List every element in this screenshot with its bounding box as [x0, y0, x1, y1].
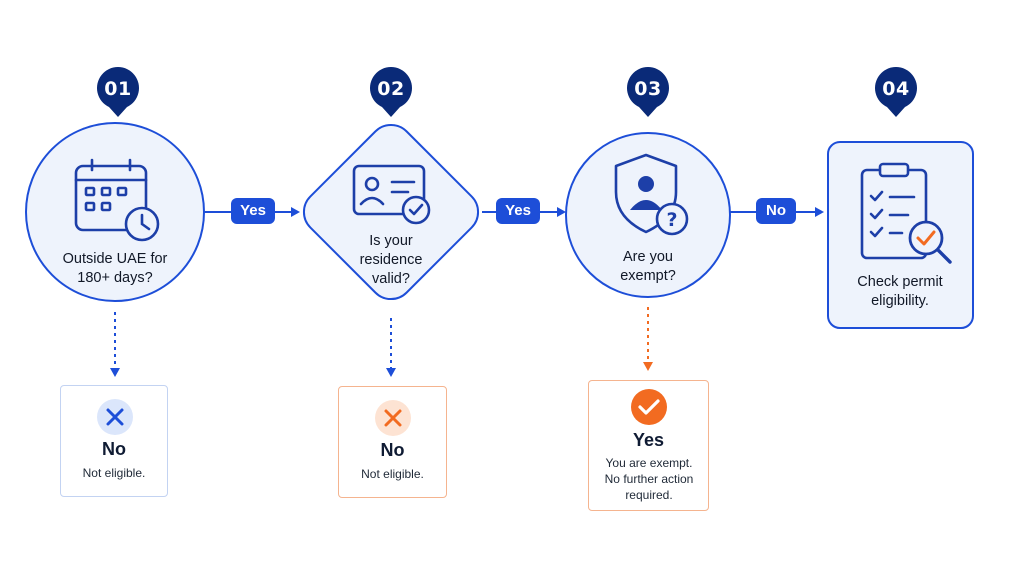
map-pin-icon	[370, 67, 412, 117]
drop-arrow-1	[110, 368, 120, 377]
outcome-card-2: No Not eligible.	[338, 386, 447, 498]
svg-text:?: ?	[666, 209, 677, 231]
connector-label-2: Yes	[496, 198, 540, 224]
arrowhead-1-2	[291, 207, 300, 217]
outcome-3-title: Yes	[632, 430, 665, 450]
step-2-badge: 02	[368, 67, 414, 119]
outcome-1-text: Not eligible.	[82, 466, 146, 480]
step-4-badge: 04	[873, 67, 919, 119]
connector-label-1: Yes	[231, 198, 275, 224]
step-1-question: Outside UAE for 180+ days?	[62, 251, 168, 286]
step-3-question: Are you exempt?	[620, 249, 676, 284]
arrowhead-2-3	[557, 207, 566, 217]
arrowhead-3-4	[815, 207, 824, 217]
outcome-1-title: No	[102, 439, 126, 459]
drop-arrow-3	[643, 362, 653, 371]
x-icon	[375, 400, 411, 436]
step-2-number: 02	[377, 78, 405, 100]
step-4-label: Check permit eligibility.	[857, 274, 943, 309]
step-2-diamond	[302, 123, 480, 301]
map-pin-icon	[97, 67, 139, 117]
check-icon	[631, 389, 667, 425]
outcome-2-title: No	[380, 440, 405, 460]
connector-label-3: No	[756, 198, 796, 224]
outcome-card-3: Yes You are exempt. No further action re…	[588, 380, 709, 511]
drop-arrow-2	[386, 368, 396, 377]
step-4-number: 04	[882, 78, 910, 100]
step-1-number: 01	[104, 78, 132, 100]
step-3-badge: 03	[625, 67, 671, 119]
step-3-circle	[565, 132, 731, 298]
shield-user-question-icon: ?	[614, 153, 689, 236]
outcome-2-text: Not eligible.	[361, 467, 424, 481]
step-1-circle	[25, 122, 205, 302]
id-card-check-icon	[352, 164, 431, 225]
outcome-3-text: You are exempt. No further action requir…	[604, 456, 694, 502]
step-2-question: Is your residence valid?	[359, 233, 423, 287]
map-pin-icon	[627, 67, 669, 117]
step-3-number: 03	[634, 78, 662, 100]
map-pin-icon	[875, 67, 917, 117]
step-4-box	[827, 141, 974, 329]
x-icon	[97, 399, 133, 435]
outcome-card-1: No Not eligible.	[60, 385, 168, 497]
calendar-clock-icon	[74, 158, 160, 242]
clipboard-search-icon	[860, 162, 952, 264]
step-1-badge: 01	[95, 67, 141, 119]
